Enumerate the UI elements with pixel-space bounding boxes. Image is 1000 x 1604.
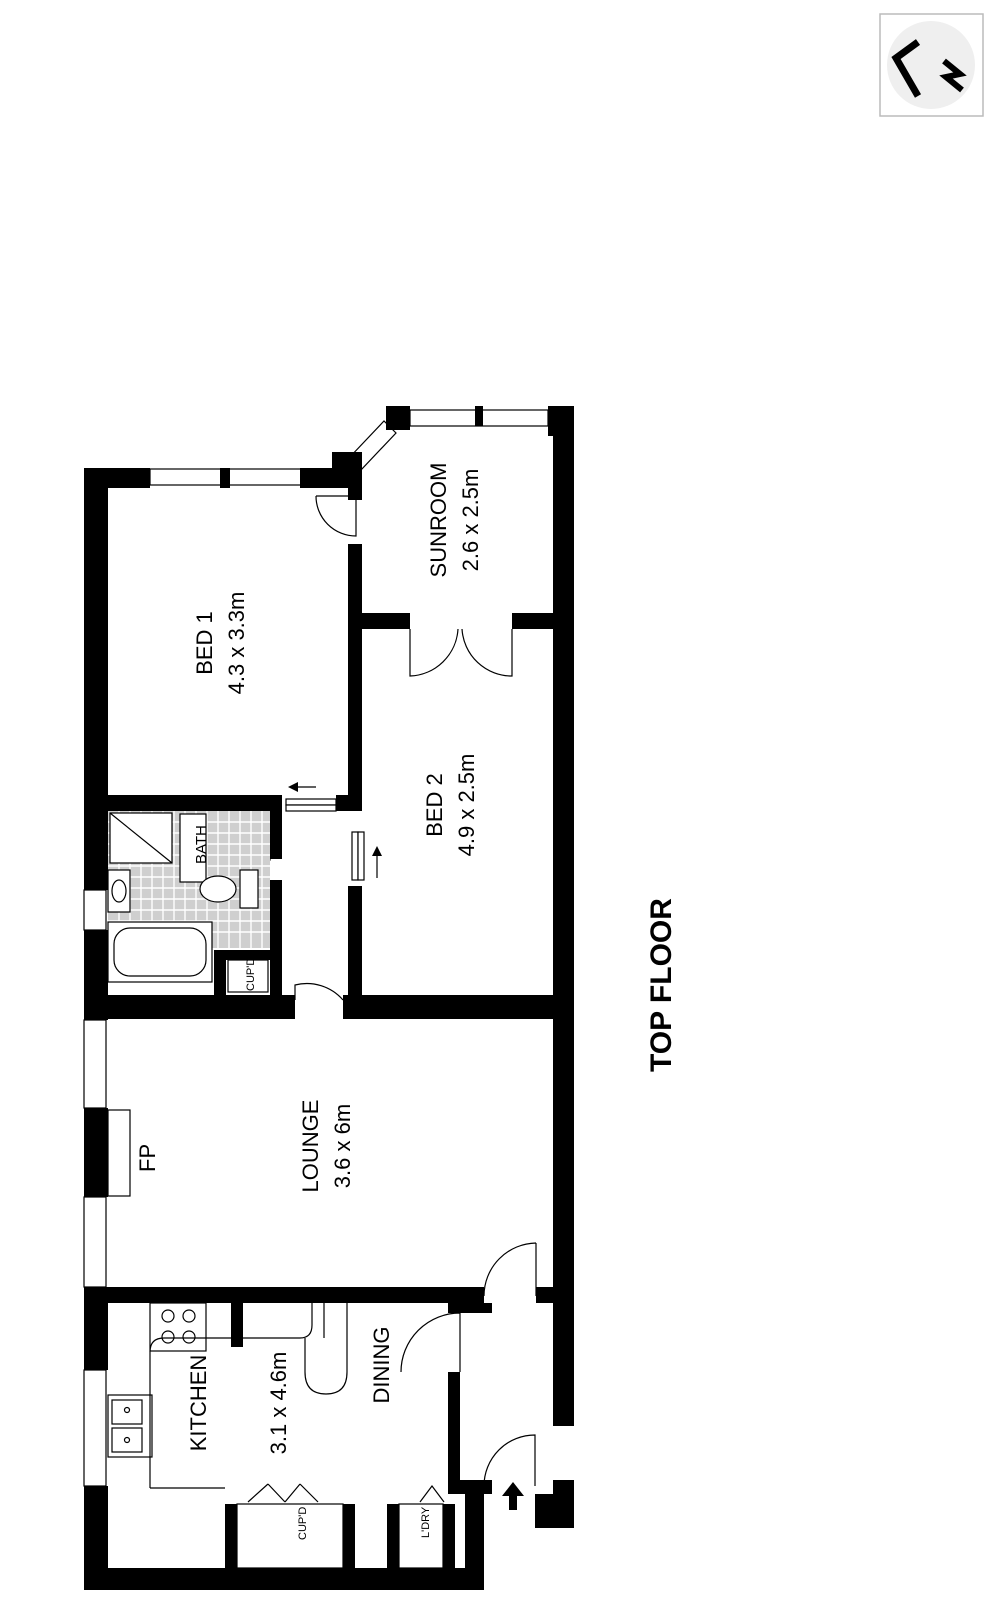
room-name: LOUNGE <box>298 1100 323 1193</box>
room-label-kitchen-dims: 3.1 x 4.6m <box>266 1352 291 1455</box>
room-label-kitchen: KITCHEN <box>186 1355 211 1452</box>
floor-title: TOP FLOOR <box>645 898 678 1072</box>
room-dims: 2.6 x 2.5m <box>458 469 483 572</box>
room-dims: 4.9 x 2.5m <box>454 754 479 857</box>
room-label-bed1: BED 1 4.3 x 3.3m <box>192 592 249 695</box>
room-label-lounge: LOUNGE 3.6 x 6m <box>298 1100 355 1193</box>
room-label-bed2: BED 2 4.9 x 2.5m <box>422 754 479 857</box>
room-dims: 3.1 x 4.6m <box>266 1352 291 1455</box>
room-label-dining: DINING <box>369 1327 394 1404</box>
room-name: BED 2 <box>422 773 447 837</box>
room-name: SUNROOM <box>426 463 451 578</box>
fireplace-label: FP <box>135 1144 160 1172</box>
cupboard-kitchen-label: CUP'D <box>297 1507 309 1540</box>
room-dims: 4.3 x 3.3m <box>224 592 249 695</box>
cupboard-bath-label: CUP'D <box>245 958 257 991</box>
doors <box>225 495 537 1510</box>
room-name: BED 1 <box>192 611 217 675</box>
north-arrow-icon <box>879 13 984 117</box>
bathroom-fixtures <box>107 811 270 993</box>
kitchen-fixtures <box>107 1302 444 1569</box>
room-dims: 3.6 x 6m <box>330 1104 355 1188</box>
room-label-sunroom: SUNROOM 2.6 x 2.5m <box>426 463 483 578</box>
walls <box>84 406 574 1590</box>
room-name: KITCHEN <box>186 1355 211 1452</box>
laundry-label: L'DRY <box>420 1506 432 1538</box>
fireplace <box>107 1109 131 1197</box>
room-name: DINING <box>369 1327 394 1404</box>
bath-label: BATH <box>193 825 210 864</box>
